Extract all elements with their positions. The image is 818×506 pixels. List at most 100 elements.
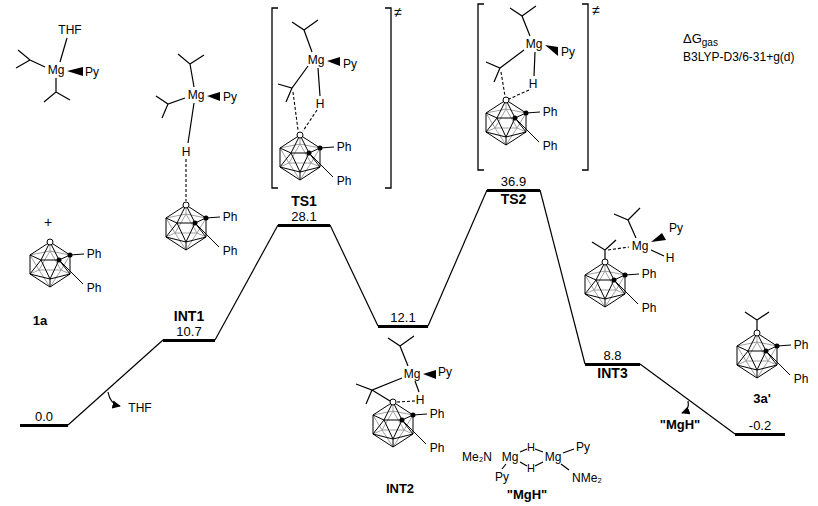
energy-value: 10.7: [163, 324, 215, 339]
level-name: INT1: [163, 309, 215, 324]
atom-label: Me₂N: [462, 451, 492, 463]
ligand-label: THF: [58, 24, 81, 36]
atom-label: Ph: [430, 408, 445, 420]
dashed-bonds: [186, 72, 629, 402]
atom-label: Ph: [223, 245, 238, 257]
wedge-bond: [545, 45, 558, 56]
energy-value: 0.0: [20, 409, 68, 424]
atom-label: Py: [669, 222, 683, 234]
atom-label: Ph: [337, 175, 352, 187]
energy-connector: [330, 225, 378, 326]
atom-label: Mg: [404, 368, 421, 380]
level-name: TS2: [487, 192, 540, 207]
atom-label: Ph: [430, 442, 445, 454]
energy-connector: [640, 364, 735, 434]
atom-label: Py: [85, 66, 99, 78]
carborane-int3: [585, 259, 639, 307]
bond-lines: [156, 54, 204, 143]
compound-label: "MgH": [507, 488, 548, 501]
atom-label: Ph: [794, 339, 809, 351]
dashed-bond: [501, 72, 529, 99]
energy-level: -0.2: [735, 418, 785, 436]
method-note: B3LYP-D3/6-31+g(d): [683, 51, 795, 63]
level-bar: [20, 424, 68, 427]
atom-label: H: [416, 394, 425, 406]
carborane-3a: [737, 330, 791, 378]
compound-label: INT2: [386, 482, 414, 495]
dashed-bond: [608, 247, 629, 250]
energy-level: 36.9TS2: [487, 174, 540, 207]
atom-label: Ph: [87, 282, 102, 294]
dashed-bond: [293, 92, 317, 131]
bond-lines: [592, 208, 664, 259]
energy-level: 0.0: [20, 409, 68, 427]
energy-connector: [215, 225, 278, 340]
level-bar: [278, 224, 330, 227]
energy-level: 12.1: [378, 310, 428, 328]
energy-value: 8.8: [585, 348, 640, 363]
wedge-bond: [327, 57, 340, 66]
ts-symbol: ≠: [394, 5, 402, 19]
carborane-ts2: [486, 97, 540, 145]
carborane-int2: [373, 399, 427, 447]
wedge-bond: [423, 370, 436, 379]
atom-label: H: [182, 146, 191, 158]
bonds: [16, 6, 769, 470]
atom-label: Ph: [794, 373, 809, 385]
released-species: "MgH": [660, 418, 701, 431]
energy-connector: [428, 190, 487, 326]
method-note: gas: [702, 38, 718, 48]
atom-label: H: [527, 442, 535, 453]
atom-label: NMe₂: [572, 472, 602, 484]
release-arrow: [108, 392, 120, 406]
bond-lines: [745, 312, 769, 330]
energy-level: INT110.7: [163, 309, 215, 342]
wedge-bond: [67, 67, 83, 76]
carborane-1a: [30, 239, 84, 287]
atom-label: Py: [561, 46, 575, 58]
atom-label: Ph: [543, 106, 558, 118]
atom-label: Ph: [642, 268, 657, 280]
energy-connector: [540, 190, 585, 364]
energy-value: 12.1: [378, 310, 428, 325]
ts-bracket: [478, 4, 588, 170]
energy-value: 36.9: [487, 174, 540, 189]
level-name: TS1: [278, 194, 330, 209]
carborane-int1: [166, 202, 220, 250]
level-name: INT3: [585, 366, 640, 381]
atom-label: Mg: [545, 451, 562, 463]
atom-label: H: [316, 98, 325, 110]
brackets: [272, 4, 588, 188]
release-arrows: [108, 392, 688, 413]
atom-label: Mg: [48, 64, 65, 76]
atom-label: Ph: [337, 141, 352, 153]
atom-label: Mg: [188, 89, 205, 101]
carborane-ts1: [280, 132, 334, 180]
energy-level: 8.8INT3: [585, 348, 640, 381]
level-bar: [735, 433, 785, 436]
ts-bracket: [272, 8, 391, 188]
release-arrow: [682, 401, 688, 413]
atom-label: Mg: [308, 54, 325, 66]
atom-label: Mg: [632, 240, 649, 252]
compound-label: 3a': [753, 392, 771, 405]
plus-sign: +: [44, 215, 52, 229]
level-bar: [378, 325, 428, 328]
atom-label: Py: [438, 366, 452, 378]
atom-label: Ph: [87, 248, 102, 260]
energy-connector: [68, 340, 163, 425]
atom-label: Mg: [502, 451, 519, 463]
method-note: ΔG: [683, 32, 702, 45]
atom-label: Py: [223, 91, 237, 103]
energy-level: TS128.1: [278, 194, 330, 227]
compound-label: 1a: [33, 314, 47, 327]
energy-value: 28.1: [278, 209, 330, 224]
released-species: THF: [128, 402, 151, 414]
atom-label: H: [529, 78, 538, 90]
atom-label: Py: [576, 441, 590, 453]
wedge-bond: [651, 233, 666, 242]
energy-value: -0.2: [735, 418, 785, 433]
dashed-bond: [185, 159, 186, 201]
wedge-bond: [207, 92, 220, 101]
dashed-bond: [397, 401, 415, 402]
